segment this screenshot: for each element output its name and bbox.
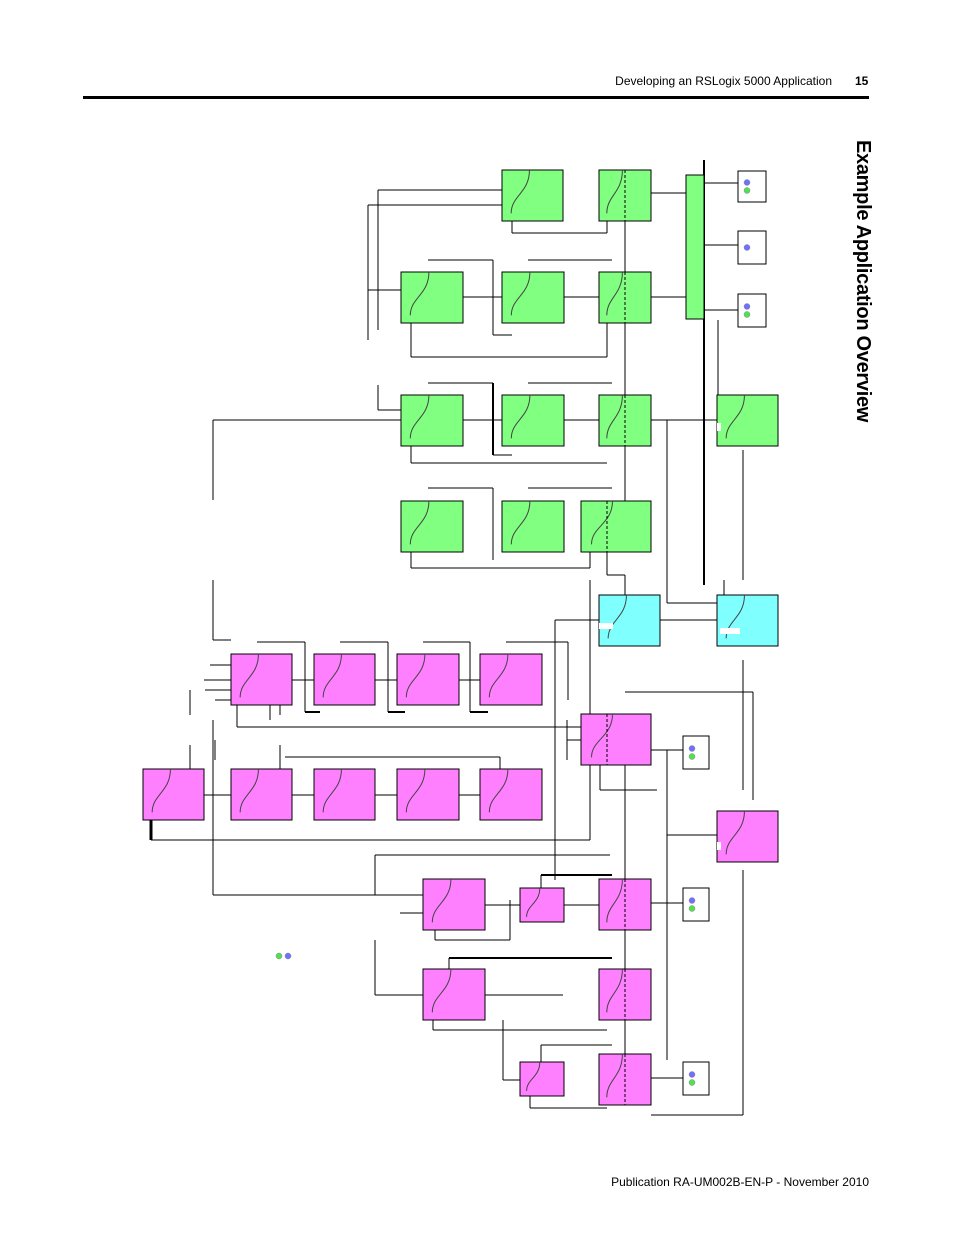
flow-curve <box>151 768 171 813</box>
magenta-function-block <box>396 653 460 706</box>
io-device-box <box>737 230 767 265</box>
flow-curve <box>606 169 623 214</box>
page-number: 15 <box>855 74 869 88</box>
cyan-function-block <box>598 594 661 647</box>
legend-dot-icon <box>284 952 292 960</box>
flow-curve <box>322 653 342 698</box>
flow-curve <box>725 394 745 439</box>
block-port-marker <box>717 842 721 850</box>
io-device-box <box>737 293 767 328</box>
status-dot-icon <box>688 753 696 760</box>
magenta-function-block <box>230 768 293 821</box>
status-dot-icon <box>688 1079 696 1086</box>
flow-curve <box>591 713 613 758</box>
flow-curve <box>606 968 623 1013</box>
magenta-function-block <box>230 653 293 706</box>
io-device-box <box>737 170 767 203</box>
green-function-block <box>400 500 464 553</box>
magenta-function-block <box>396 768 460 821</box>
block-port-marker <box>717 423 721 431</box>
publication-footer: Publication RA-UM002B-EN-P - November 20… <box>611 1175 869 1189</box>
magenta-function-block <box>422 878 486 931</box>
flow-curve <box>526 887 541 917</box>
status-dot-icon <box>688 1071 696 1078</box>
flow-curve <box>510 394 531 439</box>
cyan-function-block <box>716 594 779 647</box>
status-dot-icon <box>688 897 696 904</box>
io-device-box <box>682 1061 710 1096</box>
magenta-function-block <box>422 968 486 1021</box>
flow-curve <box>510 169 530 214</box>
green-function-block <box>501 169 564 222</box>
status-dot-icon <box>743 179 751 186</box>
flow-curve <box>409 271 430 316</box>
io-device-box <box>682 887 710 922</box>
magenta-function-block <box>142 768 205 821</box>
magenta-function-block <box>479 653 543 706</box>
green-function-block <box>685 174 705 320</box>
green-function-block <box>501 271 565 324</box>
legend-dot-icon <box>275 952 283 960</box>
flow-curve <box>607 594 627 639</box>
flow-curve <box>405 653 426 698</box>
flow-curve <box>510 271 531 316</box>
magenta-function-block <box>479 768 543 821</box>
flow-curve <box>322 768 342 813</box>
flow-curve <box>409 500 430 545</box>
magenta-function-block <box>313 768 376 821</box>
status-dot-icon <box>743 311 751 318</box>
flow-curve <box>591 500 613 545</box>
status-dot-icon <box>688 745 696 752</box>
flow-curve <box>431 878 452 923</box>
green-function-block <box>501 500 565 553</box>
flow-curve <box>239 653 259 698</box>
flow-curve <box>725 594 745 639</box>
green-function-block <box>716 394 779 447</box>
flow-curve <box>488 653 509 698</box>
block-port-marker <box>599 623 613 629</box>
magenta-function-block <box>519 1061 565 1097</box>
flow-curve <box>510 500 531 545</box>
status-dot-icon <box>743 303 751 310</box>
block-port-marker <box>720 628 740 634</box>
green-function-block <box>400 394 464 447</box>
flow-curve <box>409 394 430 439</box>
green-function-block <box>501 394 565 447</box>
magenta-function-block <box>716 810 779 863</box>
flow-curve <box>606 1053 623 1098</box>
magenta-function-block <box>313 653 376 706</box>
magenta-function-block <box>519 887 565 923</box>
flow-curve <box>526 1061 541 1091</box>
magenta-function-block <box>580 713 652 766</box>
flow-curve <box>606 271 623 316</box>
running-header: Developing an RSLogix 5000 Application <box>615 74 832 88</box>
io-device-box <box>682 735 710 770</box>
header-rule <box>83 96 869 99</box>
flow-curve <box>405 768 426 813</box>
green-function-block <box>580 500 652 553</box>
flow-curve <box>725 810 745 855</box>
status-dot-icon <box>688 905 696 912</box>
green-function-block <box>400 271 464 324</box>
flow-curve <box>488 768 509 813</box>
status-dot-icon <box>743 187 751 194</box>
flow-curve <box>239 768 259 813</box>
flow-curve <box>606 878 623 923</box>
status-dot-icon <box>743 244 751 251</box>
flow-curve <box>606 394 623 439</box>
flow-curve <box>431 968 452 1013</box>
